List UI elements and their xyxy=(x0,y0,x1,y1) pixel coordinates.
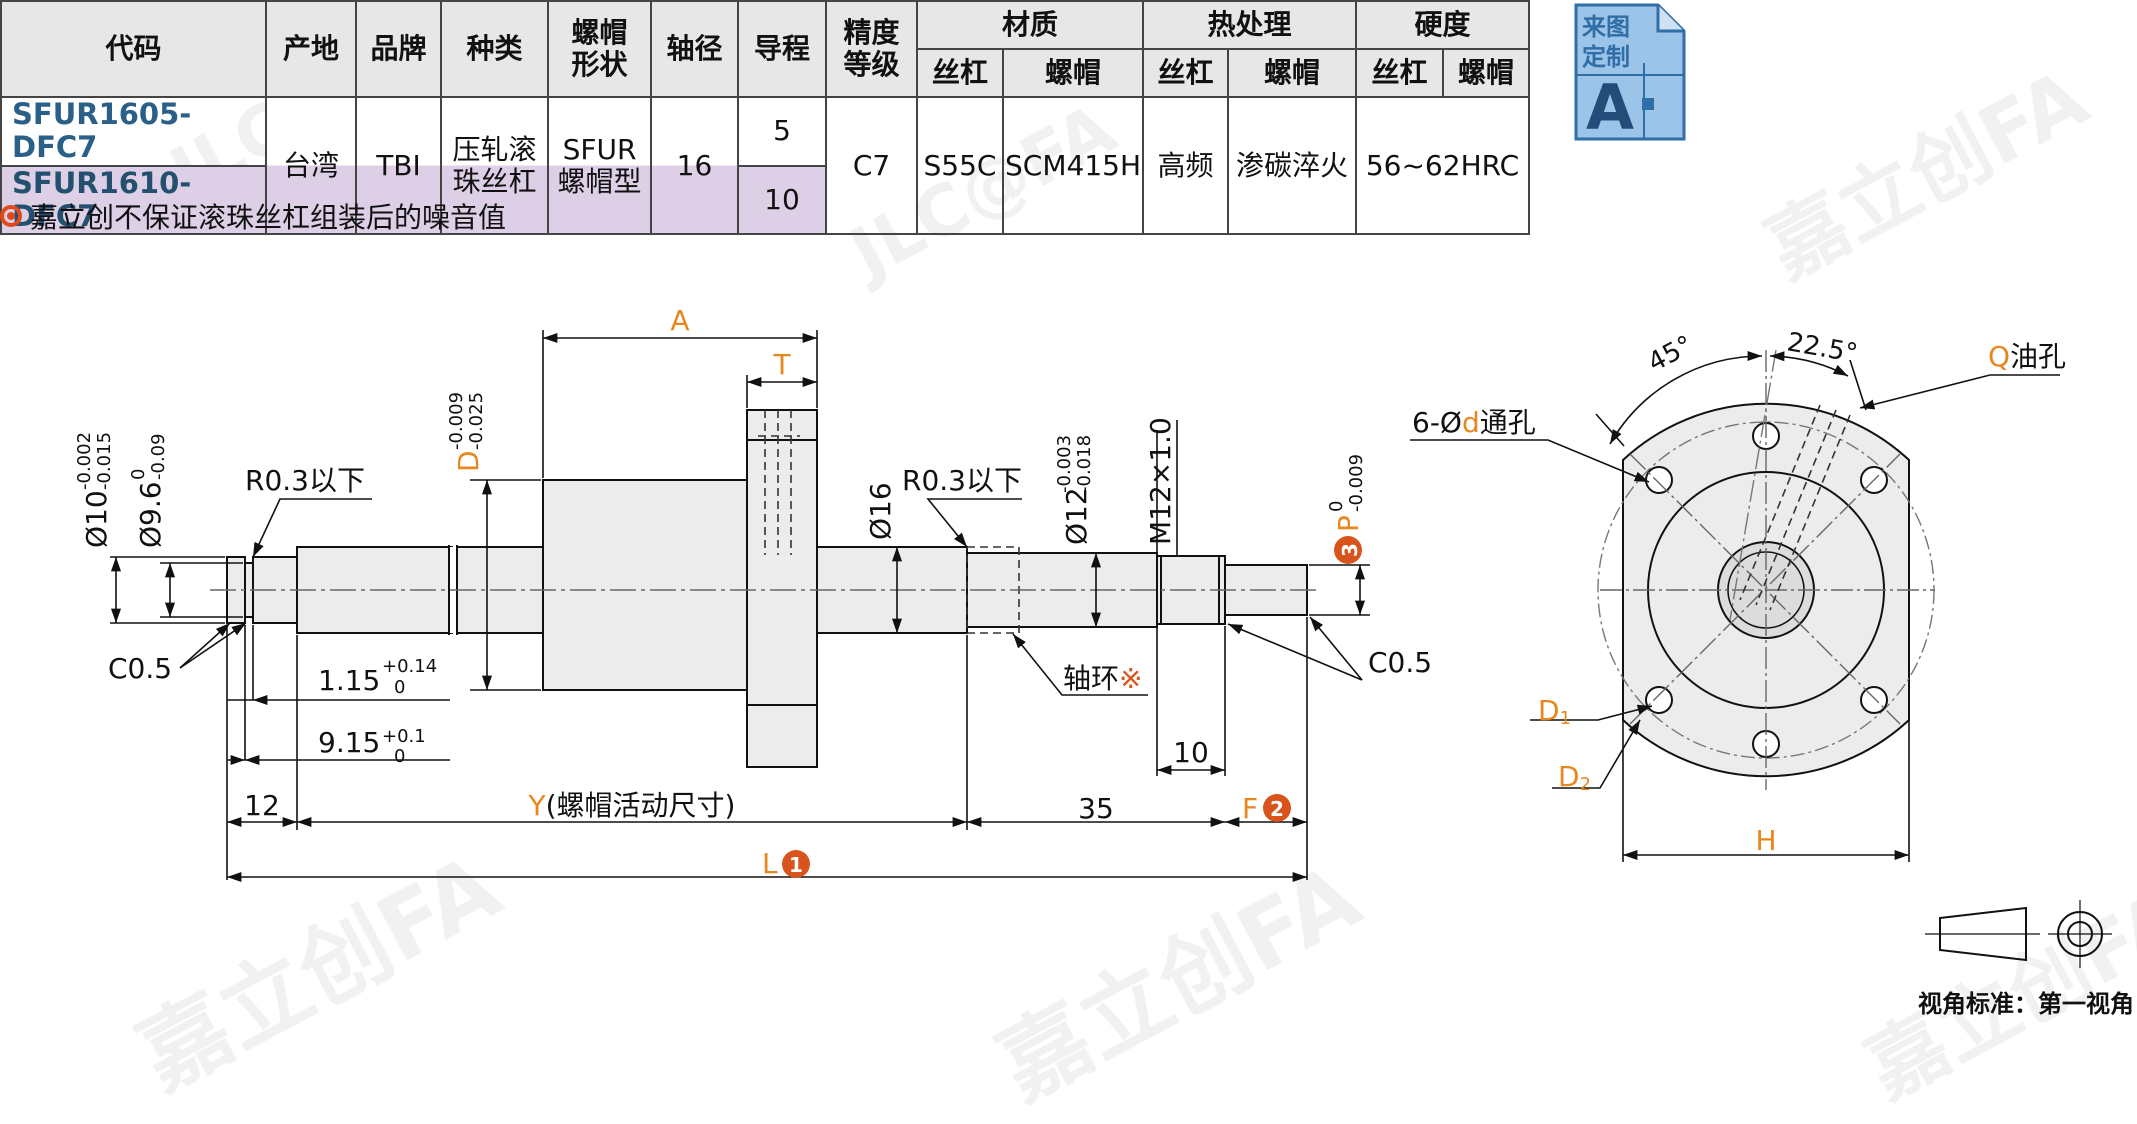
svg-text:0: 0 xyxy=(394,677,405,698)
dim-D-upper: -0.009 xyxy=(446,392,467,450)
svg-text:0: 0 xyxy=(394,746,405,767)
noise-note: 嘉立创不保证滚珠丝杠组装后的噪音值 xyxy=(0,196,506,236)
label-collar: 轴环※ xyxy=(1063,662,1142,695)
brand-cell: TBI xyxy=(355,95,442,236)
svg-text:2: 2 xyxy=(1270,797,1284,821)
badge-3-icon xyxy=(1334,536,1362,564)
dim-115: 1.15 xyxy=(318,664,380,697)
projection-symbol-icon xyxy=(1925,900,2112,968)
mat-shaft-cell: S55C xyxy=(916,95,1004,236)
svg-text:+0.14: +0.14 xyxy=(382,656,437,677)
header-nut-shape: 螺帽形状 xyxy=(547,0,652,98)
header-hardness: 硬度 xyxy=(1355,0,1531,50)
dim-H: H xyxy=(1755,824,1776,857)
view-standard: 视角标准：第一视角 xyxy=(1918,990,2134,1018)
header-heat: 热处理 xyxy=(1142,0,1358,50)
svg-text:0: 0 xyxy=(1326,501,1347,512)
dim-d16: Ø16 xyxy=(864,482,897,540)
code-cell: SFUR1605-DFC7 xyxy=(0,96,267,167)
heat-nut-cell: 渗碳淬火 xyxy=(1227,95,1358,236)
dim-d96: Ø9.6 xyxy=(134,481,167,548)
svg-text:-0.018: -0.018 xyxy=(1074,435,1095,493)
sub-nut: 螺帽 xyxy=(1442,48,1531,98)
lead-cell: 10 xyxy=(737,164,827,236)
header-shaft-dia: 轴径 xyxy=(650,0,739,98)
note-text: 嘉立创不保证滚珠丝杠组装后的噪音值 xyxy=(30,201,507,234)
header-material: 材质 xyxy=(915,0,1145,50)
spec-table: 代码 产地 品牌 种类 螺帽形状 轴径 导程 精度等级 材质 热处理 硬度 丝杠… xyxy=(0,0,1531,236)
dim-12: 12 xyxy=(244,789,280,822)
document-icon xyxy=(1574,3,1686,141)
dim-A: A xyxy=(670,304,689,337)
header-code: 代码 xyxy=(0,0,267,98)
dim-d10: Ø10 xyxy=(80,490,113,548)
svg-text:-0.003: -0.003 xyxy=(1054,435,1075,493)
type-cell: 压轧滚珠丝杠 xyxy=(440,95,549,236)
hardness-cell: 56~62HRC xyxy=(1355,95,1531,236)
accuracy-cell: C7 xyxy=(825,95,918,236)
label-c05-right: C0.5 xyxy=(1368,646,1432,679)
angle-225: 22.5° xyxy=(1785,327,1860,369)
dim-L: L xyxy=(762,847,778,880)
badge-line2: 定制 xyxy=(1582,43,1630,71)
label-r03-left: R0.3以下 xyxy=(245,464,365,497)
dim-d12: Ø12 xyxy=(1060,487,1093,545)
code-cell: SFUR1610-DFC7 xyxy=(0,164,267,236)
svg-text:3: 3 xyxy=(1338,543,1362,557)
dim-F: F xyxy=(1242,792,1258,825)
label-D1: D1 xyxy=(1538,694,1571,729)
lead-cell: 5 xyxy=(737,96,827,167)
sub-shaft: 丝杠 xyxy=(1142,48,1230,98)
dim-Y: Y(螺帽活动尺寸) xyxy=(528,789,736,822)
svg-text:-0.002: -0.002 xyxy=(74,432,95,490)
sub-shaft: 丝杠 xyxy=(916,48,1004,98)
header-type: 种类 xyxy=(440,0,549,98)
badge-2-icon xyxy=(1263,794,1291,822)
dim-35: 35 xyxy=(1078,792,1114,825)
shaft-dia-cell: 16 xyxy=(650,95,739,236)
badge-1-icon xyxy=(782,850,810,878)
label-through-hole: 6-Ød通孔 xyxy=(1412,406,1536,439)
heat-shaft-cell: 高频 xyxy=(1142,95,1230,236)
svg-text:0: 0 xyxy=(128,469,149,480)
svg-text:1: 1 xyxy=(789,853,803,877)
technical-drawing: A T D -0.009 -0.025 Ø10 -0.002 -0.015 Ø9… xyxy=(74,304,2134,1018)
sub-nut: 螺帽 xyxy=(1227,48,1358,98)
label-c05-left: C0.5 xyxy=(108,652,172,685)
origin-cell: 台湾 xyxy=(265,95,357,236)
dim-915: 9.15 xyxy=(318,726,380,759)
custom-drawing-badge[interactable]: 来图 定制 A xyxy=(1572,3,1686,141)
label-r03-right: R0.3以下 xyxy=(902,464,1022,497)
header-origin: 产地 xyxy=(265,0,357,98)
dim-D: D xyxy=(452,450,485,472)
dim-T: T xyxy=(772,348,791,381)
svg-text:+0.1: +0.1 xyxy=(382,726,426,747)
header-brand: 品牌 xyxy=(355,0,442,98)
dim-10: 10 xyxy=(1173,736,1209,769)
header-lead: 导程 xyxy=(737,0,827,98)
svg-text:-0.009: -0.009 xyxy=(1346,454,1367,512)
svg-text:-0.09: -0.09 xyxy=(148,433,169,480)
badge-line1: 来图 xyxy=(1582,13,1630,41)
note-bullet-icon xyxy=(0,205,22,227)
mat-nut-cell: SCM415H xyxy=(1001,95,1145,236)
dim-D-lower: -0.025 xyxy=(466,392,487,450)
dim-m12: M12×1.0 xyxy=(1144,417,1177,545)
sub-shaft: 丝杠 xyxy=(1355,48,1445,98)
label-oil-hole: Q油孔 xyxy=(1988,340,2066,373)
flange-front-view xyxy=(1597,349,1935,790)
sub-nut: 螺帽 xyxy=(1001,48,1145,98)
label-D2: D2 xyxy=(1558,760,1591,795)
badge-letter: A xyxy=(1586,71,1634,141)
dim-P: P xyxy=(1332,515,1365,532)
svg-text:-0.015: -0.015 xyxy=(94,432,115,490)
header-accuracy: 精度等级 xyxy=(825,0,918,98)
